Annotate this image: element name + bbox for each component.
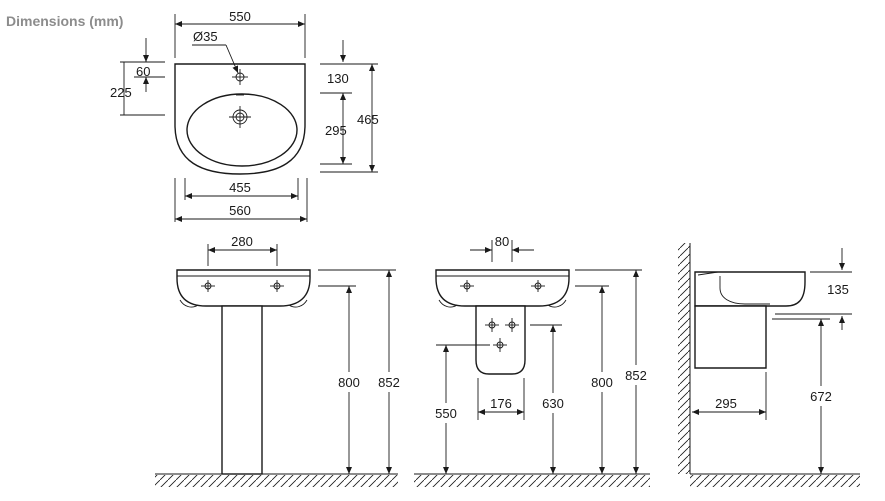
label-bowl-depth: 295 <box>325 123 347 138</box>
side-trap-cover <box>694 305 767 369</box>
label-semi-trap-height: 550 <box>435 406 457 421</box>
label-hole-dia: Ø35 <box>193 29 218 44</box>
pedestal <box>221 305 263 475</box>
label-bowl-width: 455 <box>229 180 251 195</box>
label-overall-width: 560 <box>229 203 251 218</box>
label-hole-offset: 60 <box>136 64 150 79</box>
semi-basin <box>435 269 570 307</box>
front-view <box>155 244 398 487</box>
top-bowl <box>186 93 298 167</box>
semi-trap-cover <box>475 305 526 375</box>
label-rim-depth: 130 <box>327 71 349 86</box>
label-side-height: 672 <box>810 389 832 404</box>
label-side-depth: 295 <box>715 396 737 411</box>
label-semi-trap-width: 176 <box>490 396 512 411</box>
label-semi-spacing: 80 <box>495 234 509 249</box>
label-total-depth: 465 <box>357 112 379 127</box>
label-semi-630: 630 <box>542 396 564 411</box>
label-top-width: 550 <box>229 9 251 24</box>
semi-pedestal-view <box>414 240 650 487</box>
diagram-title: Dimensions (mm) <box>6 13 124 29</box>
label-front-pedestal-height: 800 <box>338 375 360 390</box>
side-basin <box>694 271 806 307</box>
label-front-spacing: 280 <box>231 234 253 249</box>
top-view <box>120 14 378 222</box>
label-semi-852: 852 <box>625 368 647 383</box>
label-side-rim: 135 <box>827 282 849 297</box>
side-view <box>678 243 860 487</box>
front-basin <box>176 269 311 307</box>
label-semi-800: 800 <box>591 375 613 390</box>
label-front-total-height: 852 <box>378 375 400 390</box>
label-drain-offset: 225 <box>110 85 132 100</box>
